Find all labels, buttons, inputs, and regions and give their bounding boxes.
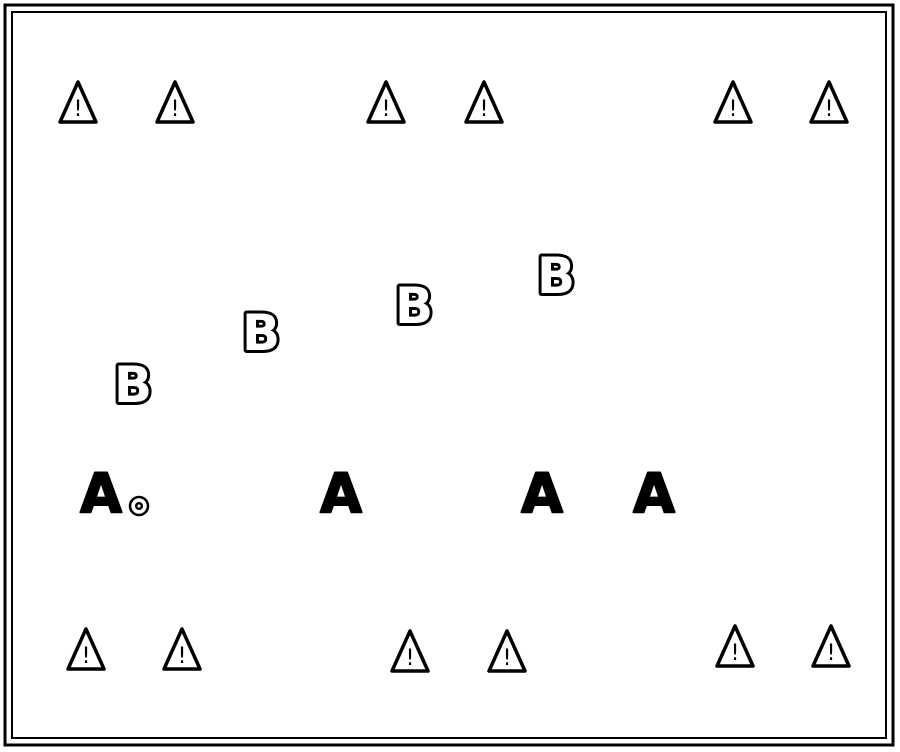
cone-mark: !	[406, 646, 415, 671]
cone-icon: !	[811, 624, 851, 668]
player-a-2: A	[320, 462, 362, 525]
cone-icon: !	[713, 80, 753, 124]
cone-icon: !	[390, 629, 430, 673]
cone-mark: !	[74, 97, 83, 122]
inner-border	[11, 11, 887, 739]
cone-icon: !	[162, 627, 202, 671]
cone-icon: !	[809, 80, 849, 124]
players-a: A A A A	[79, 461, 676, 526]
outer-border	[3, 3, 895, 747]
players-b: B B B B	[111, 244, 578, 417]
cone-mark: !	[503, 646, 512, 671]
cone-icon: !	[66, 627, 106, 671]
cone-mark: !	[171, 97, 180, 122]
player-a-3: A	[521, 462, 563, 525]
cone-icon: !	[155, 80, 195, 124]
player-a-1: A	[80, 462, 122, 525]
cone-row-top: ! ! ! ! ! !	[58, 80, 849, 124]
player-b-4: B	[537, 247, 575, 305]
cone-mark: !	[178, 644, 187, 669]
cone-icon: !	[366, 80, 406, 124]
cone-mark: !	[825, 97, 834, 122]
cone-icon: !	[487, 629, 527, 673]
cone-mark: !	[82, 644, 91, 669]
cone-icon: !	[464, 80, 504, 124]
player-b-1: B	[114, 356, 152, 414]
cone-mark: !	[827, 641, 836, 666]
player-b-3: B	[395, 277, 433, 335]
cone-row-bottom: ! ! ! ! ! !	[66, 624, 851, 673]
cone-icon: !	[58, 80, 98, 124]
cone-icon: !	[715, 624, 755, 668]
player-a-4: A	[633, 462, 675, 525]
cone-mark: !	[731, 641, 740, 666]
cone-mark: !	[480, 97, 489, 122]
soccer-ball-icon	[128, 495, 150, 517]
player-b-2: B	[242, 304, 280, 362]
cone-mark: !	[382, 97, 391, 122]
cone-mark: !	[729, 97, 738, 122]
